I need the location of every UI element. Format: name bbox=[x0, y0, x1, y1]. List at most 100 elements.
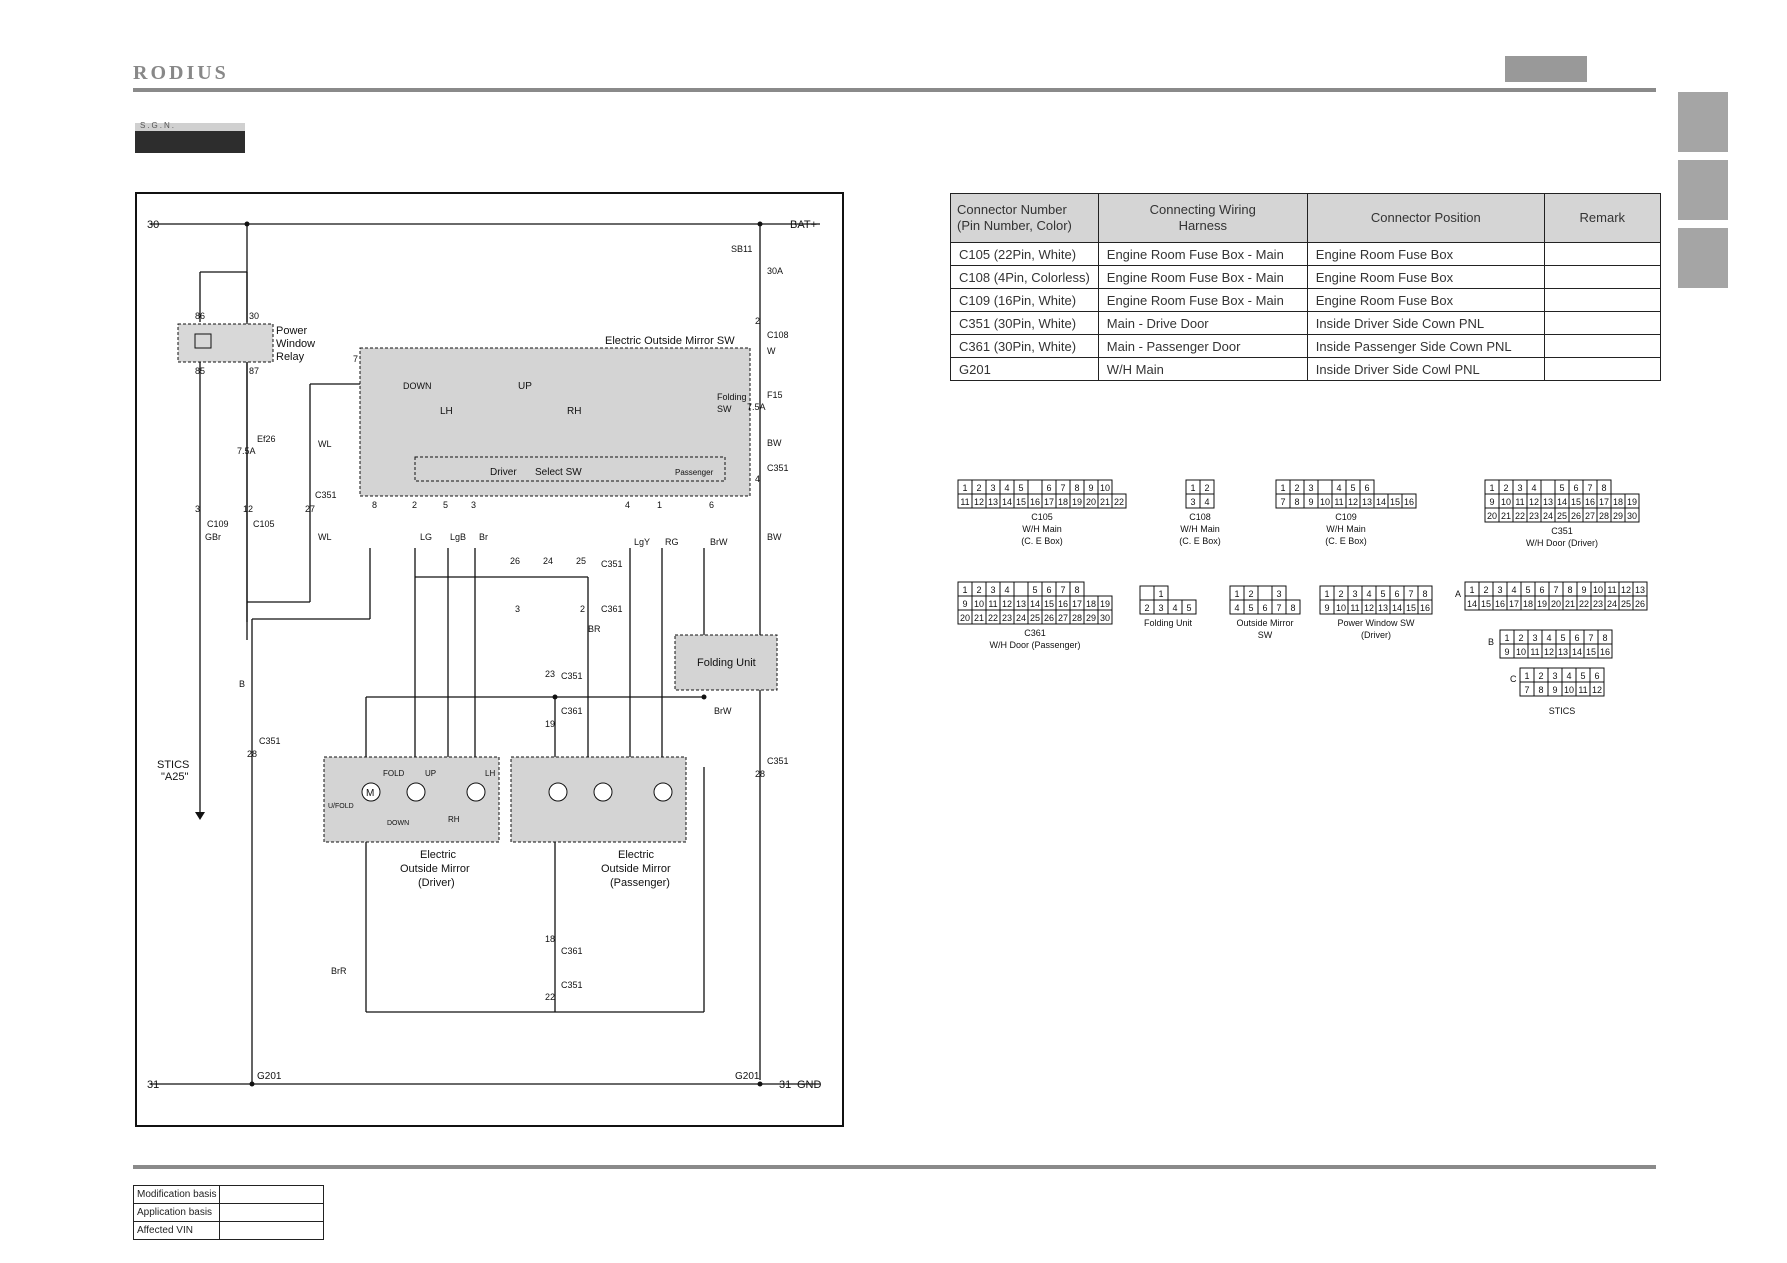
side-tab-engine[interactable]: ENGINE bbox=[1667, 92, 1728, 152]
wiring-diagram: 30 BAT+ 31 31 GND G201 G201 Power Window… bbox=[147, 219, 822, 1091]
pw-sw-pin-label: 14 bbox=[1392, 603, 1402, 613]
folding-unit bbox=[674, 634, 778, 691]
sgn-label: S.G.N. bbox=[140, 121, 177, 130]
stics-c-pin-label: 4 bbox=[1566, 671, 1571, 681]
header-tab[interactable] bbox=[1505, 56, 1587, 82]
stics-b-pin-label: 10 bbox=[1516, 647, 1526, 657]
brand-logo: RODIUS bbox=[133, 62, 229, 84]
stics-b-pin-label: 1 bbox=[1504, 633, 1509, 643]
folding-unit-pin-label: 3 bbox=[1158, 603, 1163, 613]
sw-pin-3: 3 bbox=[471, 500, 476, 510]
c109-pin-label: 10 bbox=[1320, 497, 1330, 507]
c361-pin-label: 28 bbox=[1072, 613, 1082, 623]
c105-pin-label: 17 bbox=[1044, 497, 1054, 507]
stics-a-pin-label: 4 bbox=[1511, 585, 1516, 595]
stics-label-1: STICS bbox=[157, 759, 189, 771]
c351-pin-label: 15 bbox=[1571, 497, 1581, 507]
c108-pin-label: 3 bbox=[1190, 497, 1195, 507]
stics-b-pin-label: 4 bbox=[1546, 633, 1551, 643]
c351c-pin-24: 24 bbox=[543, 556, 553, 566]
sgn-badge bbox=[135, 123, 245, 153]
cell bbox=[1543, 242, 1661, 266]
c108-caption: C108 bbox=[1189, 512, 1211, 522]
stics-c-pin-label: 7 bbox=[1524, 685, 1529, 695]
cell: Main - Drive Door bbox=[1097, 311, 1308, 335]
c351-pin-label: 29 bbox=[1613, 511, 1623, 521]
sw-pin-4: 4 bbox=[625, 500, 630, 510]
c361-pin-label: 3 bbox=[990, 585, 995, 595]
fuse-sb11-rating: 30A bbox=[767, 266, 783, 276]
folding-unit-pin-label: 5 bbox=[1186, 603, 1191, 613]
c361-pin-label: 21 bbox=[974, 613, 984, 623]
side-tab-label: CHASSIS bbox=[1667, 162, 1681, 216]
pw-sw-pin-label: 11 bbox=[1350, 603, 1359, 613]
c351a-label: C351 bbox=[315, 490, 337, 500]
c351-pin-label: 22 bbox=[1515, 511, 1525, 521]
c361b-pin: 19 bbox=[545, 719, 555, 729]
sw-pin-6: 6 bbox=[709, 500, 714, 510]
cell: C361 (30Pin, White) bbox=[950, 334, 1099, 358]
stics-b-pin-label: 9 bbox=[1504, 647, 1509, 657]
mirror-sw-pin-label: 5 bbox=[1248, 603, 1253, 613]
relay-name-1: Power bbox=[276, 325, 308, 337]
c361-pin-label: 2 bbox=[976, 585, 981, 595]
c361-pin-label: 6 bbox=[1046, 585, 1051, 595]
cell bbox=[1543, 357, 1661, 381]
folding-unit-pin-label: 2 bbox=[1144, 603, 1149, 613]
side-tab-electric[interactable]: ELECTRIC bbox=[1667, 224, 1728, 288]
mirror-sw-pin-cell bbox=[1257, 585, 1273, 601]
c108-pin-cell bbox=[1199, 493, 1215, 509]
wire-lgy: LgY bbox=[634, 537, 650, 547]
c351-pin-label: 4 bbox=[1531, 483, 1536, 493]
c361-pin-label: 15 bbox=[1044, 599, 1054, 609]
c109-pin-label: 4 bbox=[1336, 483, 1341, 493]
mirror-driver-3: (Driver) bbox=[418, 877, 455, 889]
stics-c-pin-label: 11 bbox=[1578, 685, 1587, 695]
motor-ufold: U/FOLD bbox=[328, 803, 354, 810]
sw-pin-1: 1 bbox=[657, 500, 662, 510]
rail-31-left: 31 bbox=[147, 1079, 159, 1091]
basis-label: Modification basis bbox=[132, 1185, 221, 1204]
motor-lh: LH bbox=[485, 769, 495, 778]
stics-a-pin-label: 1 bbox=[1469, 585, 1474, 595]
c109-pin-label: 15 bbox=[1390, 497, 1400, 507]
c361-pin-label: 4 bbox=[1004, 585, 1009, 595]
stics-row-label: C bbox=[1510, 674, 1517, 684]
c361-pin-label: 20 bbox=[960, 613, 970, 623]
c361-pin-label: 27 bbox=[1058, 613, 1068, 623]
cell: Engine Room Fuse Box bbox=[1306, 242, 1545, 266]
side-tab-chassis[interactable]: CHASSIS bbox=[1667, 160, 1728, 220]
c351-pin-label: 8 bbox=[1601, 483, 1606, 493]
c351-pin-label: 27 bbox=[1585, 511, 1595, 521]
sw-folding-1: Folding bbox=[717, 392, 747, 402]
wire-lg: LG bbox=[420, 532, 432, 542]
c105-pin-label: 8 bbox=[1074, 483, 1079, 493]
folding-unit-pin-label: 1 bbox=[1158, 589, 1163, 599]
c351-pin-label: 6 bbox=[1573, 483, 1578, 493]
sw-up: UP bbox=[518, 381, 532, 392]
fuse-ef26-name: Ef26 bbox=[257, 434, 276, 444]
header-rule bbox=[133, 88, 1656, 92]
c361-pin-label: 1 bbox=[962, 585, 967, 595]
c351-pin-label: 20 bbox=[1487, 511, 1497, 521]
c351-caption: W/H Door (Driver) bbox=[1526, 538, 1598, 548]
stics-b-pin-label: 8 bbox=[1602, 633, 1607, 643]
c105-pin-label: 7 bbox=[1060, 483, 1065, 493]
sw-pin-8: 8 bbox=[372, 500, 377, 510]
wire-w: W bbox=[767, 346, 776, 356]
pw-sw-pin-cell bbox=[1417, 599, 1433, 615]
wire-brr: BrR bbox=[331, 966, 347, 976]
c105-pin-label: 15 bbox=[1016, 497, 1026, 507]
stics-a-pin-label: 7 bbox=[1553, 585, 1558, 595]
cell: C105 (22Pin, White) bbox=[950, 242, 1099, 266]
wire-bw: BW bbox=[767, 438, 782, 448]
wire-br-up: BR bbox=[588, 624, 601, 634]
c351d-label: C351 bbox=[561, 671, 583, 681]
cell bbox=[1543, 311, 1661, 335]
cell: Engine Room Fuse Box bbox=[1306, 265, 1545, 289]
wire-wl2: WL bbox=[318, 532, 332, 542]
c105-pin-label: 4 bbox=[1004, 483, 1009, 493]
